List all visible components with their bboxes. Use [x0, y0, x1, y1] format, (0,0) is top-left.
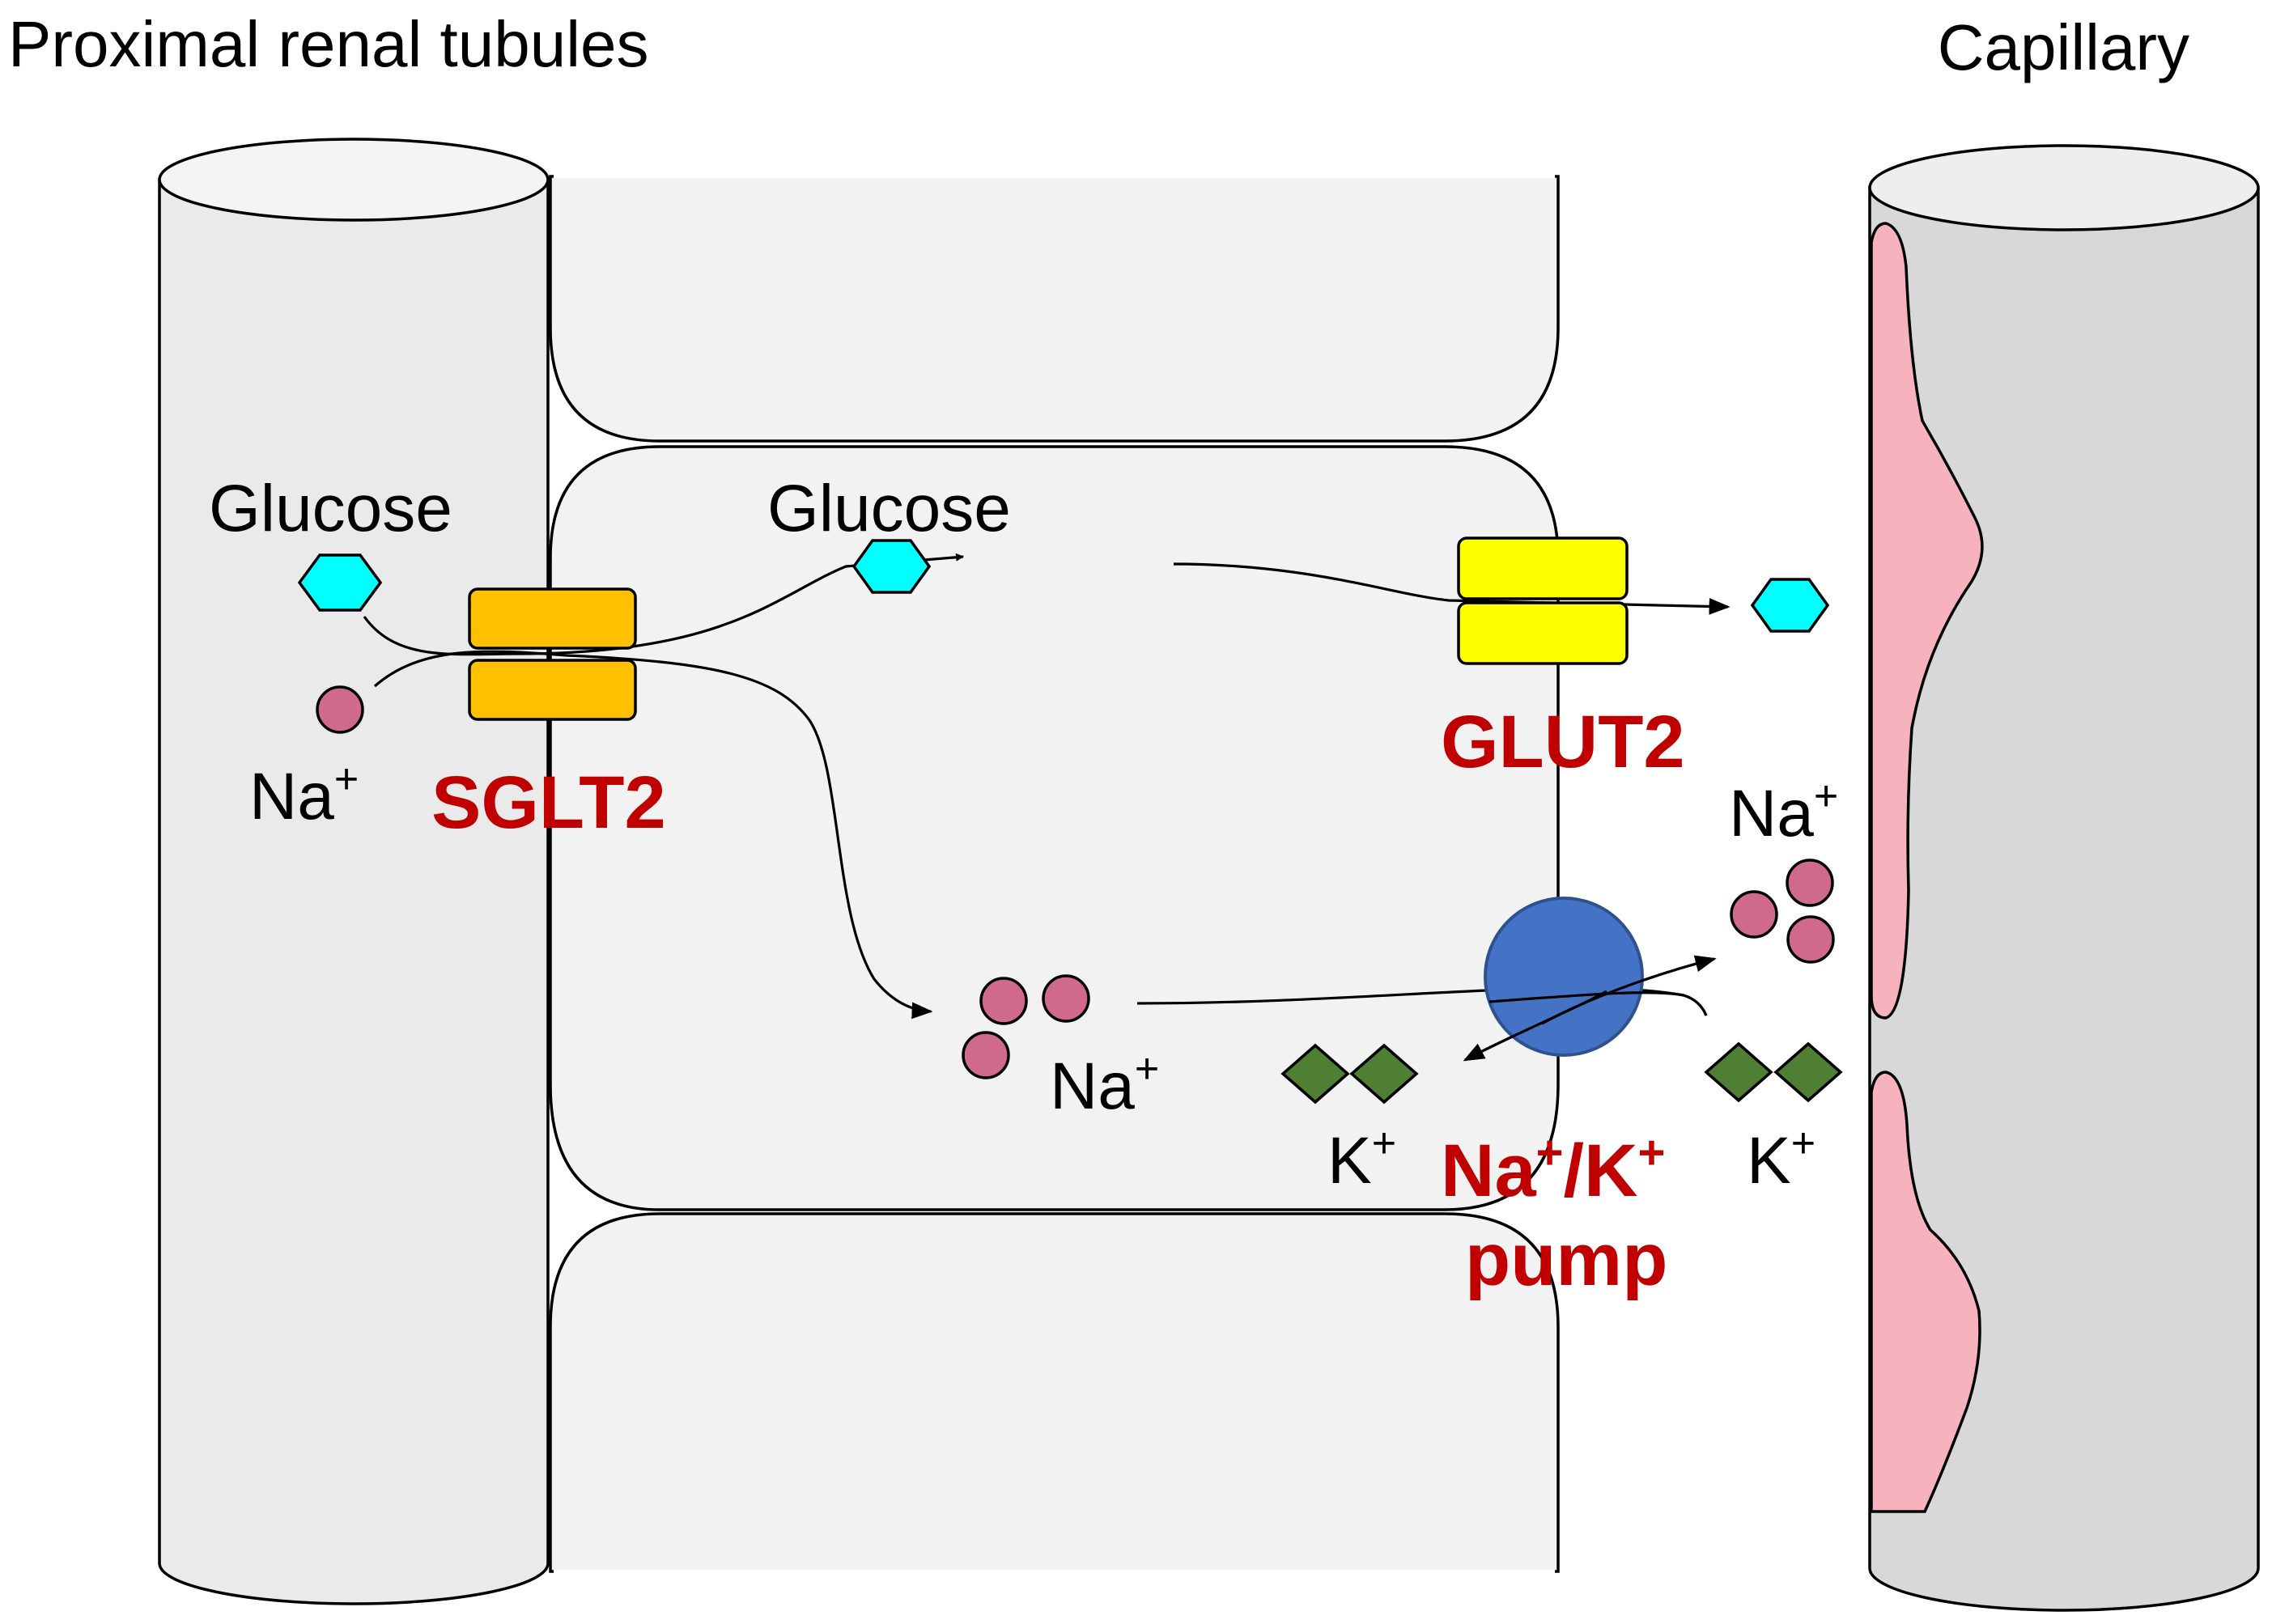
red-blood-cell-lower: [1870, 1071, 1981, 1513]
glucose-label-cell: Glucose: [767, 472, 1011, 545]
epithelial-cells: [549, 172, 1560, 1578]
glucose-molecule-lumen: [297, 553, 383, 612]
sodium-label-lumen: Na+: [249, 756, 359, 833]
sodium-ion-interstitial-1: [1786, 859, 1834, 907]
pump-label-line1: Na+/K+: [1441, 1126, 1665, 1212]
sodium-label-interstitial: Na+: [1729, 773, 1838, 850]
sodium-ion-interstitial-3: [1786, 915, 1835, 964]
potassium-ion-interstitial-1: [1704, 1041, 1773, 1103]
capillary-cylinder: [1868, 144, 2260, 1612]
pump-label-line2: pump: [1465, 1219, 1667, 1301]
glucose-molecule-capillary: [1750, 578, 1830, 633]
sodium-ion-interstitial-2: [1730, 890, 1778, 939]
potassium-label-cell: K+: [1327, 1120, 1396, 1198]
glut2-subunit-top: [1457, 536, 1629, 600]
glut2-subunit-bottom: [1457, 601, 1629, 665]
potassium-ion-cell-1: [1280, 1043, 1350, 1105]
potassium-ion-interstitial-2: [1773, 1041, 1843, 1103]
potassium-ion-cell-2: [1349, 1043, 1419, 1105]
sodium-flow-sglt2: [373, 650, 933, 1020]
sodium-ion-lumen: [316, 685, 364, 734]
sglt2-label: SGLT2: [431, 761, 666, 844]
glut2-transporter: [1457, 536, 1629, 665]
potassium-label-interstitial: K+: [1747, 1120, 1815, 1198]
capillary-header: Capillary: [1938, 11, 2189, 83]
red-blood-cell-upper: [1870, 222, 1984, 1020]
sodium-ion-cell-2: [1042, 974, 1090, 1023]
tubule-lumen-cylinder: [158, 138, 550, 1605]
sodium-ion-cell-1: [979, 977, 1028, 1025]
glucose-molecule-cell: [851, 539, 932, 594]
sodium-ion-cell-3: [962, 1031, 1010, 1079]
glucose-label-lumen: Glucose: [209, 472, 452, 545]
sodium-label-cell: Na+: [1050, 1045, 1159, 1123]
glut2-label: GLUT2: [1441, 701, 1685, 783]
sglt2-subunit-bottom: [468, 659, 637, 721]
sglt2-transporter: [468, 587, 637, 721]
glucose-flow-glut2: [1173, 562, 1731, 615]
na-k-pump: [1484, 897, 1644, 1057]
epithelial-cell-bottom: [549, 1212, 1560, 1573]
proximal-tubule-header: Proximal renal tubules: [8, 8, 648, 80]
sglt2-subunit-top: [468, 587, 637, 650]
epithelial-cell-middle: [549, 445, 1560, 1211]
glucose-flow-sglt2: [363, 553, 964, 656]
epithelial-cell-top: [549, 175, 1560, 443]
